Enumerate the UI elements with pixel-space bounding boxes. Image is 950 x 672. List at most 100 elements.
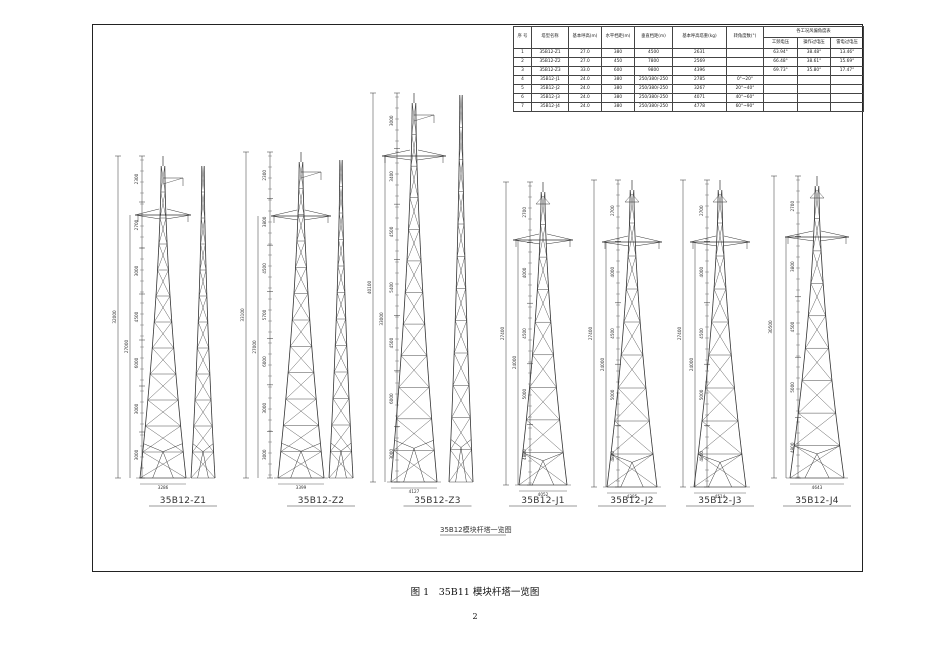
table-cell: 20°~40° [726, 84, 764, 94]
table-cell: 24.0 [568, 93, 602, 103]
dimension-segment: 5700 [262, 309, 267, 320]
base-width-dimension: 3286 [158, 485, 169, 490]
dimension-segment: 5000 [610, 389, 615, 400]
base-width-dimension: 4285 [627, 494, 638, 499]
dimension-segment: 5000 [522, 388, 527, 399]
table-header: 转角度数(°) [726, 26, 764, 49]
tower-name-label: 35B12-J3 [698, 496, 742, 506]
page-number: 2 [472, 612, 478, 621]
dimension-segment: 5000 [790, 382, 795, 393]
dimension-segment: 5000 [699, 389, 704, 400]
dimension-body-height: 24000 [600, 358, 605, 372]
tower-elevation: 4010033000300034004500540045006000300041… [367, 92, 474, 507]
table-cell: 27.0 [568, 48, 602, 58]
table-cell: 2785 [672, 75, 727, 85]
dimension-segment: 4500 [389, 337, 394, 348]
table-header: 水平档距(m) [601, 26, 635, 49]
tower-name-label: 35B12-Z1 [160, 496, 207, 506]
dimension-body-height: 33000 [379, 312, 384, 326]
table-header: 垂直档距(m) [634, 26, 673, 49]
dimension-total-height: 32000 [112, 310, 117, 324]
table-cell [763, 84, 798, 94]
table-subheader: 工频电压 [763, 37, 798, 49]
table-cell: 69.73° [763, 66, 798, 76]
table-cell: 600 [601, 66, 635, 76]
dimension-segment: 2300 [134, 173, 139, 184]
tower-elevation: 274002400027004000450050004800451435B12-… [677, 179, 754, 507]
table-cell: 5 [513, 84, 532, 94]
table-cell: 4 [513, 75, 532, 85]
towers-layer: 32000 27000 2300 2700 3000 4500 6000 3000 3000 32… [112, 92, 851, 507]
table-cell: 0°~20° [726, 75, 764, 85]
table-cell [797, 102, 831, 112]
table-cell: 40°~60° [726, 93, 764, 103]
dimension-body-height: 27000 [124, 340, 129, 354]
table-cell: 24.0 [568, 75, 602, 85]
tower-elevation: 274002400027004000450050004800405235B12-… [500, 181, 577, 507]
table-header: 塔型名称 [531, 26, 569, 49]
dimension-segment: 3000 [134, 449, 139, 460]
table-subheader: 雷电过电压 [829, 37, 865, 49]
table-cell: 1 [513, 48, 532, 58]
table-cell [797, 93, 831, 103]
table-cell [829, 75, 865, 85]
dimension-body-height: 27000 [252, 340, 257, 354]
dimension-body-height: 24000 [512, 356, 517, 370]
dimension-total-height: 33100 [240, 308, 245, 322]
table-cell: 33.0 [568, 66, 602, 76]
dimension-segment: 3000 [134, 265, 139, 276]
dimension-segment: 6000 [389, 393, 394, 404]
dimension-segment: 5400 [389, 282, 394, 293]
dimension-segment: 2700 [522, 207, 527, 218]
table-cell: 380 [601, 75, 635, 85]
dimension-total-height: 27400 [677, 327, 682, 341]
dimension-segment: 4800 [790, 442, 795, 453]
table-cell [726, 48, 764, 58]
table-subheader: 操作过电压 [797, 37, 831, 49]
tower-elevation: 3200027000230027003000450060003000300032… [112, 155, 217, 507]
table-cell: 35B12-J4 [531, 102, 569, 112]
tower-elevation: 274002400027004000450050004800428535B12-… [588, 179, 666, 507]
dimension-segment: 2700 [790, 201, 795, 212]
dimension-body-height: 24000 [689, 358, 694, 372]
dimension-segment: 6000 [262, 356, 267, 367]
table-header: 序 号 [513, 26, 532, 49]
tower-name-label: 35B12-Z2 [298, 496, 345, 506]
tower-spec-table: 序 号 塔型名称 基本呼高(m) 水平档距(m) 垂直档距(m) 基本呼高塔重(… [513, 26, 865, 112]
table-cell: 9800 [634, 66, 673, 76]
table-cell: 250/380/-250 [634, 75, 673, 85]
table-cell [763, 75, 798, 85]
table-cell: 380 [601, 84, 635, 94]
table-cell: 380 [601, 93, 635, 103]
table-cell: 35B12-Z2 [531, 57, 569, 67]
dimension-segment: 4500 [522, 328, 527, 339]
overview-label: 35B12模块杆塔一览图 [440, 525, 512, 534]
table-cell: 63.94° [763, 48, 798, 58]
base-width-dimension: 4052 [538, 492, 549, 497]
dimension-segment: 3400 [389, 171, 394, 182]
tower-spec-table-wrap: 序 号 塔型名称 基本呼高(m) 水平档距(m) 垂直档距(m) 基本呼高塔重(… [513, 26, 865, 112]
table-cell: 4500 [634, 48, 673, 58]
table-cell: 24.0 [568, 84, 602, 94]
dimension-segment: 4800 [699, 451, 704, 462]
table-cell: 17.47° [829, 66, 865, 76]
dimension-segment: 3000 [389, 449, 394, 460]
table-cell: 24.0 [568, 102, 602, 112]
table-cell: 35B12-J3 [531, 93, 569, 103]
table-header: 基本呼高(m) [568, 26, 602, 49]
dimension-segment: 4000 [699, 266, 704, 277]
dimension-segment: 4500 [790, 321, 795, 332]
dimension-segment: 4800 [522, 449, 527, 460]
table-cell [797, 75, 831, 85]
table-cell: 35B12-Z3 [531, 66, 569, 76]
dimension-segment: 2300 [262, 170, 267, 181]
tower-name-label: 35B12-J2 [610, 496, 654, 506]
table-cell: 27.0 [568, 57, 602, 67]
